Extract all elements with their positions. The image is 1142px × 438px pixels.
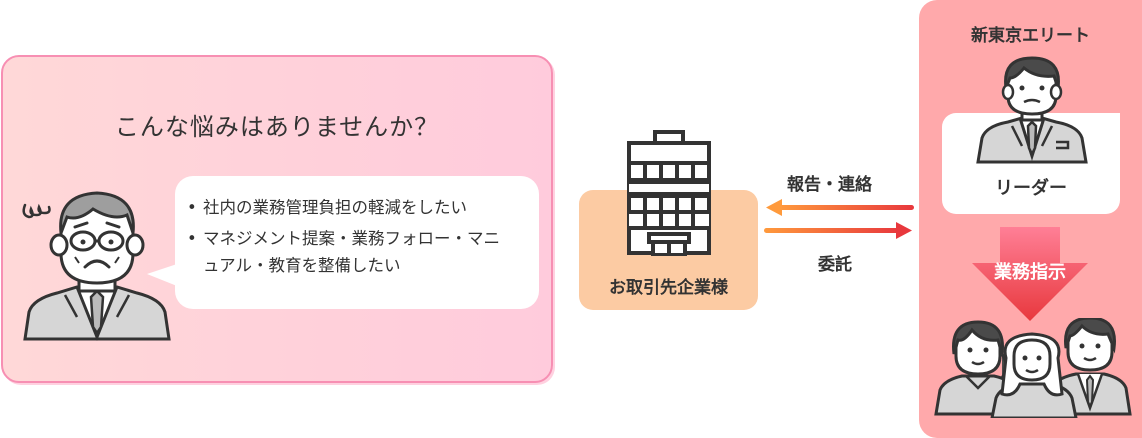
- office-building-icon: [627, 130, 711, 256]
- instruction-label: 業務指示: [994, 262, 1066, 283]
- team-member-right: [1046, 318, 1132, 416]
- client-label: お取引先企業様: [609, 278, 728, 298]
- bubble-item-text: 社内の業務管理負担の軽減をしたい: [203, 198, 467, 217]
- leader-label: リーダー: [995, 178, 1067, 199]
- bubble-item-text: マネジメント提案・業務フォロー・マニュアル・教育を整備したい: [203, 229, 500, 275]
- flow-arrows: [764, 199, 914, 239]
- bullet: •: [187, 229, 197, 248]
- worried-man-icon: [22, 191, 171, 342]
- down-arrow-icon: [972, 227, 1088, 321]
- bullet: •: [187, 198, 197, 217]
- commission-label: 委託: [818, 255, 852, 275]
- bubble-item: • マネジメント提案・業務フォロー・マニュアル・教育を整備したい: [187, 225, 539, 279]
- right-arrow-icon: [764, 222, 912, 239]
- speech-bubble: • 社内の業務管理負担の軽減をしたい • マネジメント提案・業務フォロー・マニュ…: [147, 176, 539, 309]
- worry-title: こんな悩みはありませんか？: [114, 113, 440, 141]
- worry-panel: こんな悩みはありませんか？ • 社内の業務管理負担の軽減をしたい: [1, 55, 553, 383]
- bubble-item: • 社内の業務管理負担の軽減をしたい: [187, 194, 539, 221]
- left-arrow-icon: [766, 199, 914, 216]
- team-members-icon: [934, 318, 1132, 418]
- leader-man-icon: [976, 56, 1088, 164]
- elite-title: 新東京エリート: [971, 26, 1090, 46]
- report-label: 報告・連絡: [787, 175, 872, 195]
- team-member-center: [990, 332, 1078, 418]
